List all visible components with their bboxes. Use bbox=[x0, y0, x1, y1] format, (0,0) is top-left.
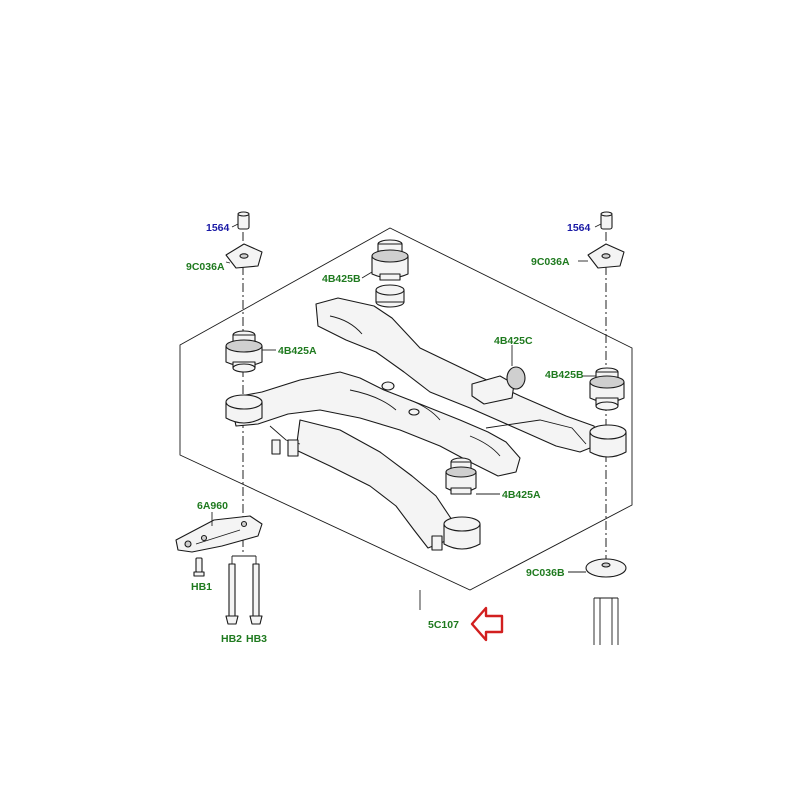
label-bolt-hb2: HB2 bbox=[221, 633, 242, 645]
label-bushing-4b425a-left: 4B425A bbox=[278, 345, 317, 357]
label-washer-9c036a-left: 9C036A bbox=[186, 261, 225, 273]
bushing-4b425a-left bbox=[225, 330, 276, 373]
bolt-hb1 bbox=[193, 557, 205, 577]
label-bushing-4b425b-right: 4B425B bbox=[545, 369, 584, 381]
bushing-4b425b-right bbox=[583, 367, 625, 411]
label-bracket-4b425c: 4B425C bbox=[494, 335, 533, 347]
assembly-boundary bbox=[179, 227, 633, 591]
label-bracket-6a960: 6A960 bbox=[197, 500, 228, 512]
label-bushing-4b425a-front: 4B425A bbox=[502, 489, 541, 501]
label-bolt-hb3: HB3 bbox=[246, 633, 267, 645]
bushing-4b425b-top bbox=[361, 239, 409, 308]
label-washer-9c036a-right: 9C036A bbox=[531, 256, 570, 268]
washer-9c036a-left bbox=[225, 243, 263, 269]
label-washer-9c036b: 9C036B bbox=[526, 567, 565, 579]
washer-9c036a-right bbox=[578, 243, 625, 269]
label-bolt-hb1: HB1 bbox=[191, 581, 212, 593]
bolt-1564-right bbox=[594, 211, 613, 230]
red-outline-arrow-icon bbox=[470, 606, 504, 642]
bolt-1564-left bbox=[231, 211, 250, 230]
bolts-hb2-hb3 bbox=[225, 555, 263, 625]
right-bolts-pair bbox=[593, 597, 619, 645]
label-bolt-1564-left: 1564 bbox=[206, 222, 230, 234]
bushing-4b425a-front bbox=[445, 457, 500, 495]
bracket-6a960 bbox=[175, 512, 263, 553]
bracket-mount-4b425c bbox=[471, 345, 526, 405]
label-bushing-4b425b-top: 4B425B bbox=[322, 273, 361, 285]
label-crossmember-5c107: 5C107 bbox=[428, 619, 459, 631]
crossmember-5c107-body bbox=[225, 297, 627, 551]
label-bolt-1564-right: 1564 bbox=[567, 222, 591, 234]
washer-9c036b-right bbox=[568, 558, 627, 578]
